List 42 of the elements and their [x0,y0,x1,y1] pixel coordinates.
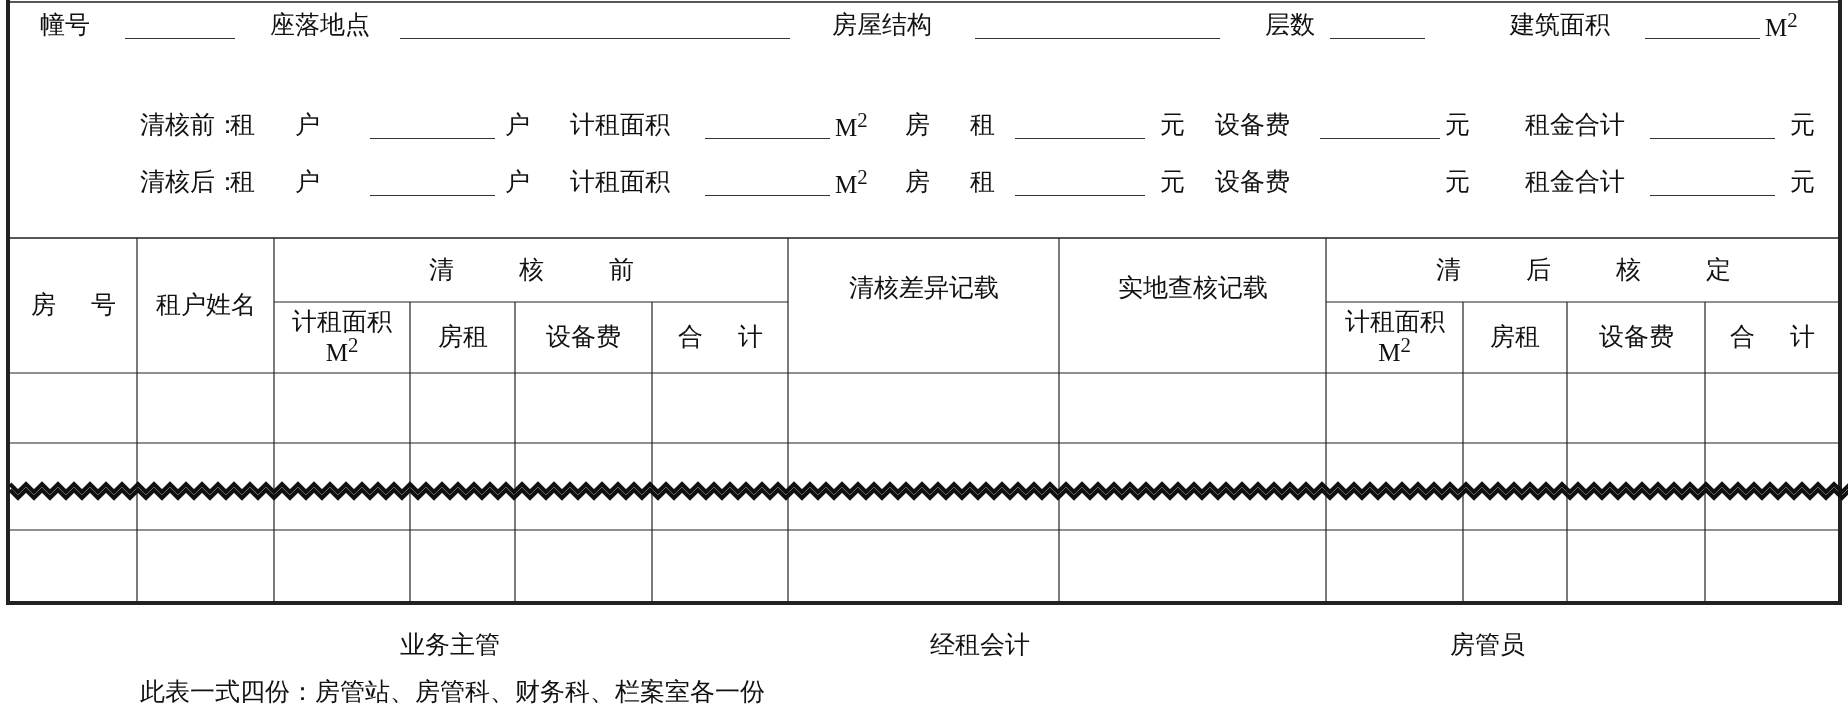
column-header: 设备费 [1598,324,1674,351]
field-label: 幢号 [40,11,90,39]
field-label: 设备费 [1215,168,1290,196]
column-header: 合计 [1730,324,1848,351]
signature-label: 房管员 [1450,631,1525,659]
field-label: 租金合计 [1525,111,1625,139]
unit-label: 元 [1790,111,1815,139]
field-label: 房租 [905,111,1035,139]
column-header: 实地查核记载 [1117,274,1268,302]
unit-label: 元 [1445,168,1470,196]
field-label: 建筑面积 [1510,11,1610,39]
column-header: 租户姓名 [155,292,256,319]
column-header: 清核前 [428,256,699,284]
field-label: 座落地点 [270,11,370,39]
column-header: 房租 [1490,324,1540,351]
field-label: 房屋结构 [832,11,932,39]
signature-label: 业务主管 [400,631,500,659]
signature-label: 经租会计 [930,631,1030,659]
column-header: 设备费 [546,324,621,351]
column-header: 合计 [677,324,798,351]
unit-label: 户 [505,168,530,196]
field-label: 房租 [905,168,1035,196]
unit-symbol: M$^{2}$ [835,165,868,199]
field-label: 层数 [1265,11,1315,39]
field-label: 租金合计 [1525,168,1625,196]
unit-symbol: M$^{2}$ [1765,8,1798,42]
unit-label: 户 [505,111,530,139]
column-header: 清后核定 [1435,256,1796,284]
unit-label: 元 [1790,168,1815,196]
unit-label: 元 [1445,111,1470,139]
column-header: 计租面积 M$^{2}$ [1343,308,1446,367]
column-header: 计租面积 M$^{2}$ [291,308,393,367]
column-header: 房租 [437,324,488,351]
unit-label: 元 [1160,111,1185,139]
unit-symbol: M$^{2}$ [835,108,868,142]
field-label: 计租面积 [570,111,670,139]
column-header: 房号 [31,292,151,319]
column-header: 清核差异记载 [848,274,999,302]
field-label: 计租面积 [570,168,670,196]
note-text: 此表一式四份：房管站、房管科、财务科、栏案室各一份 [140,678,765,706]
field-label: 设备费 [1215,111,1290,139]
unit-label: 元 [1160,168,1185,196]
